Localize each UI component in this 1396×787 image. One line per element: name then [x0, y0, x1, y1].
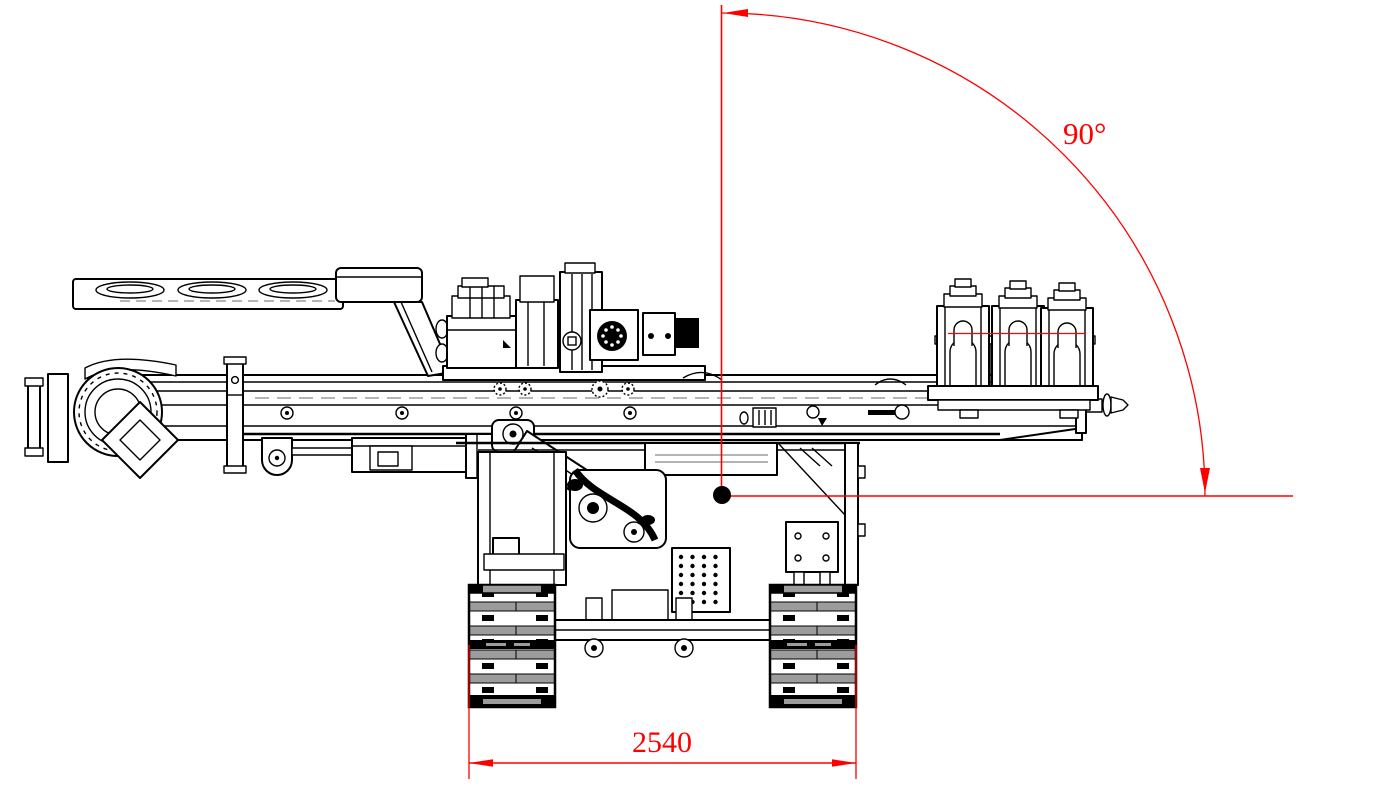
boom-front-plate — [223, 356, 247, 474]
rod-tower — [1040, 282, 1094, 389]
left-track — [467, 583, 557, 709]
boom-fittings — [739, 378, 910, 428]
angle-arc — [721, 12, 1206, 497]
right-track — [768, 583, 858, 709]
flywheel-bolts — [601, 325, 623, 347]
pivot-point — [713, 486, 731, 504]
rod-tower — [991, 280, 1045, 389]
track-gauge-dimension: 2540 — [468, 645, 857, 779]
pipe-rack-arm — [72, 267, 453, 377]
boom-rollers — [280, 406, 637, 420]
drill-rig — [24, 262, 1129, 709]
power-head — [435, 262, 723, 398]
engine-block — [567, 467, 667, 549]
drill-head — [24, 358, 179, 479]
angle-annotation: 90° — [720, 5, 1293, 497]
powerhead-rollers — [493, 380, 635, 398]
dimension-arrow-left — [469, 759, 493, 767]
rod-carousel — [927, 278, 1099, 419]
angle-label: 90° — [1063, 116, 1106, 151]
track-gauge-label: 2540 — [632, 726, 692, 759]
arc-arrow-bottom — [1200, 468, 1210, 493]
arc-arrow-top — [723, 9, 748, 17]
feed-beam — [87, 356, 1129, 474]
dimension-arrow-right — [832, 759, 856, 767]
undercarriage-axle — [514, 589, 772, 658]
chassis — [456, 441, 866, 658]
